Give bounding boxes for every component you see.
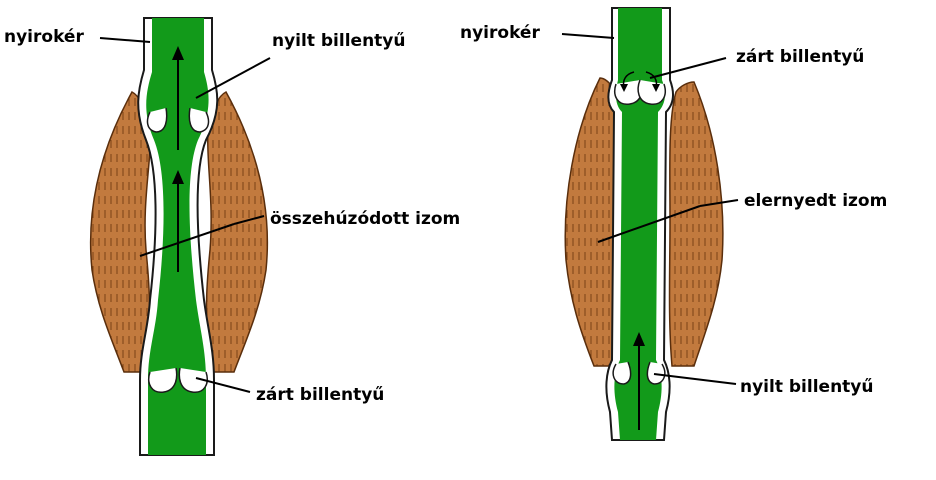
left-flow-arrow-upper-head — [172, 46, 184, 60]
right-flow-arrow-head — [633, 332, 645, 346]
right-label-open-valve: nyilt billentyű — [740, 377, 873, 397]
right-label-closed-valve: zárt billentyű — [736, 47, 864, 67]
left-flow-arrow-lower-head — [172, 170, 184, 184]
right-lower-valve-left-leaflet — [612, 361, 632, 385]
left-upper-valve-right-leaflet — [188, 107, 210, 133]
right-leader-vessel — [561, 33, 615, 39]
right-leader-muscle-a — [699, 199, 739, 207]
right-lower-valve-right-leaflet — [646, 361, 666, 385]
left-leader-vessel — [99, 37, 151, 43]
right-lymph-fill — [614, 8, 665, 440]
right-label-vessel: nyirokér — [460, 23, 540, 43]
left-muscle-right — [205, 91, 269, 373]
left-leader-open-valve — [195, 57, 271, 99]
left-leader-muscle-b — [139, 223, 235, 257]
left-label-closed-valve: zárt billentyű — [256, 385, 384, 405]
right-muscle-right — [668, 81, 724, 367]
right-muscle-left — [564, 77, 617, 367]
left-label-open-valve: nyilt billentyű — [272, 31, 405, 51]
right-upper-valve-right-leaflet — [637, 79, 666, 105]
right-leader-closed-valve — [649, 57, 727, 79]
right-backflow-arrow-right-head — [652, 84, 660, 92]
left-upper-valve-left-leaflet — [146, 107, 168, 133]
right-leader-open-valve — [653, 373, 737, 385]
right-label-muscle: elernyedt izom — [744, 191, 887, 211]
left-label-vessel: nyirokér — [4, 27, 84, 47]
right-panel: nyirokér zárt billentyű elernyedt izom n… — [460, 7, 887, 441]
left-muscle-left — [89, 91, 152, 373]
left-label-muscle: összehúzódott izom — [270, 209, 460, 229]
right-leader-muscle-b — [597, 205, 701, 243]
left-leader-closed-valve — [195, 377, 251, 393]
left-lower-valve-left-leaflet — [148, 367, 178, 393]
left-panel: nyirokér nyilt billentyű összehúzódott i… — [4, 17, 460, 456]
right-backflow-arrow-left-head — [620, 84, 628, 92]
left-leader-muscle-a — [233, 215, 265, 225]
